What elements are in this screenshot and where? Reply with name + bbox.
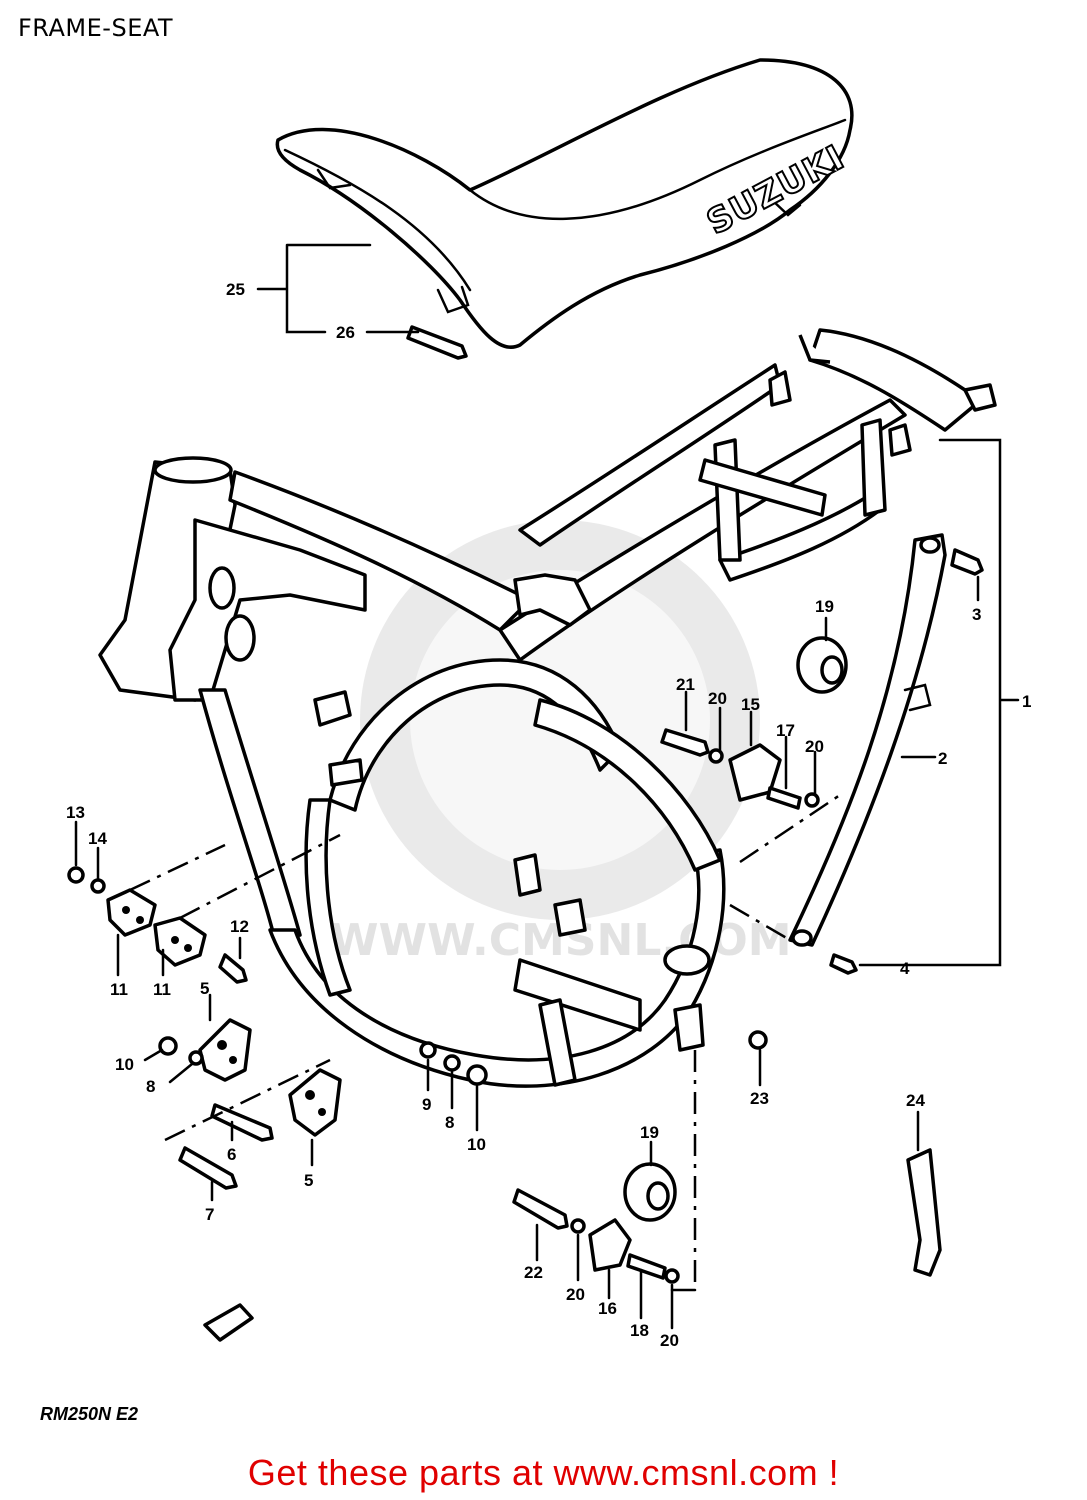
seat-rail-stay <box>788 533 947 947</box>
callout-24: 24 <box>906 1091 925 1110</box>
promo-link[interactable]: Get these parts at www.cmsnl.com ! <box>247 1452 840 1493</box>
callout-5a: 5 <box>200 979 209 998</box>
seat-bolt <box>406 325 468 360</box>
callout-19a: 19 <box>815 597 834 616</box>
callout-6: 6 <box>227 1145 236 1164</box>
callout-19b: 19 <box>640 1123 659 1142</box>
callout-20a: 20 <box>708 689 727 708</box>
callout-1: 1 <box>1022 692 1031 711</box>
page-title: FRAME-SEAT <box>18 14 174 42</box>
callout-7: 7 <box>205 1205 214 1224</box>
callout-2: 2 <box>938 749 947 768</box>
callout-4: 4 <box>900 959 910 978</box>
callout-10b: 10 <box>467 1135 486 1154</box>
callout-20d: 20 <box>660 1331 679 1350</box>
model-code: RM250N E2 <box>40 1404 138 1424</box>
callout-8a: 8 <box>146 1077 155 1096</box>
callout-11b: 11 <box>153 980 171 999</box>
callout-18: 18 <box>630 1321 649 1340</box>
callout-15: 15 <box>741 695 760 714</box>
callout-23: 23 <box>750 1089 769 1108</box>
seat: SUZUKI <box>275 58 854 349</box>
callout-22: 22 <box>524 1263 543 1282</box>
main-frame <box>98 328 997 1088</box>
callout-25: 25 <box>226 280 245 299</box>
callout-20c: 20 <box>566 1285 585 1304</box>
callout-labels: 1 2 3 4 5 5 6 7 8 8 9 10 10 11 11 12 13 … <box>66 280 1031 1350</box>
callout-14: 14 <box>88 829 107 848</box>
callout-11a: 11 <box>110 980 128 999</box>
callout-26: 26 <box>336 323 355 342</box>
callout-13: 13 <box>66 803 85 822</box>
callout-16: 16 <box>598 1299 617 1318</box>
callout-8b: 8 <box>445 1113 454 1132</box>
callout-10a: 10 <box>115 1055 134 1074</box>
callout-21: 21 <box>676 675 695 694</box>
callout-5b: 5 <box>304 1171 313 1190</box>
callout-9: 9 <box>422 1095 431 1114</box>
callout-3: 3 <box>972 605 981 624</box>
callout-20b: 20 <box>805 737 824 756</box>
callout-17: 17 <box>776 721 795 740</box>
callout-12: 12 <box>230 917 249 936</box>
